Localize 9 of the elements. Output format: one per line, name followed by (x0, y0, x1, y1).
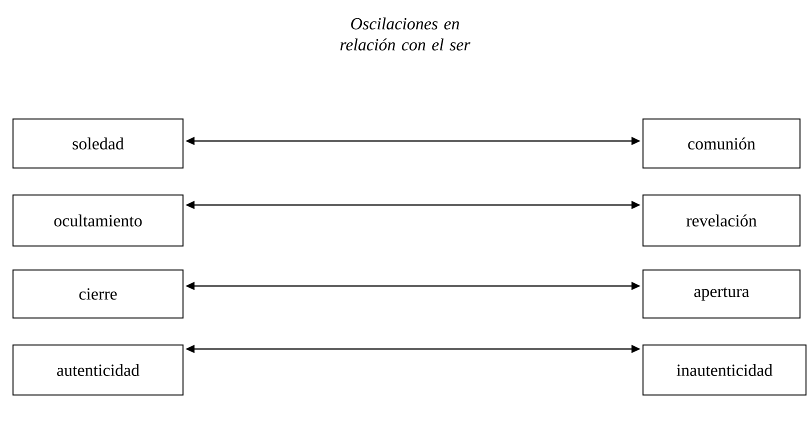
term-box: comunión (642, 118, 800, 168)
term-box: autenticidad (12, 344, 184, 396)
term-box: inautenticidad (642, 344, 806, 396)
term-box: apertura (642, 270, 800, 318)
term-box: ocultamiento (12, 194, 184, 246)
title: Oscilaciones en relación con el ser (340, 18, 470, 50)
term-box: cierre (12, 270, 184, 318)
term-box: revelación (642, 194, 800, 246)
term-box: soledad (12, 118, 184, 168)
